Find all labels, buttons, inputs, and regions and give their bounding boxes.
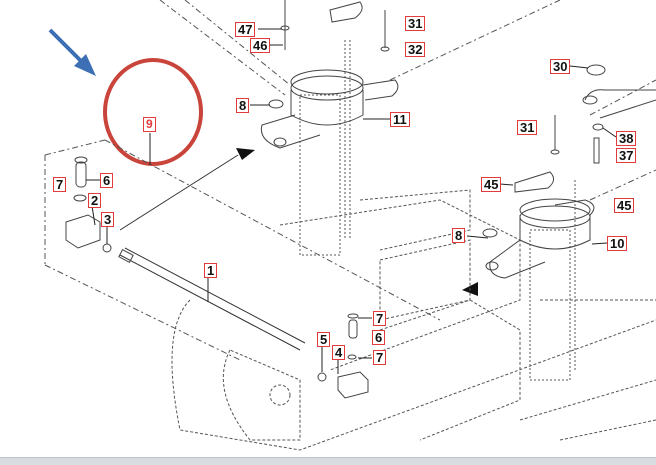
callout-8: 8 (236, 98, 250, 113)
callout-31: 31 (405, 16, 426, 31)
callout-6: 6 (100, 173, 114, 188)
callout-7c: 7 (373, 350, 387, 365)
callout-32: 32 (405, 42, 426, 57)
callout-7b: 7 (373, 311, 387, 326)
callout-9: 9 (143, 117, 156, 132)
bottom-scrollbar-strip[interactable] (0, 457, 656, 465)
callout-37: 37 (616, 148, 637, 163)
guide-lines (44, 0, 656, 361)
callout-10: 10 (607, 236, 628, 251)
callout-38: 38 (616, 131, 637, 146)
callout-46: 46 (250, 38, 271, 53)
callout-31b: 31 (517, 120, 538, 135)
callout-5: 5 (317, 332, 331, 347)
callout-6b: 6 (372, 330, 386, 345)
callout-2: 2 (88, 193, 102, 208)
callout-45b: 45 (614, 198, 635, 213)
callout-4: 4 (332, 345, 346, 360)
callout-7: 7 (53, 177, 67, 192)
callout-30: 30 (550, 59, 571, 74)
callout-47: 47 (235, 22, 256, 37)
callout-3: 3 (101, 212, 115, 227)
callout-45: 45 (481, 177, 502, 192)
callout-1: 1 (204, 263, 218, 278)
blue-pointer-arrow (48, 28, 96, 76)
annotation-circle (103, 58, 203, 166)
callout-11: 11 (390, 112, 410, 127)
callout-8b: 8 (452, 228, 466, 243)
